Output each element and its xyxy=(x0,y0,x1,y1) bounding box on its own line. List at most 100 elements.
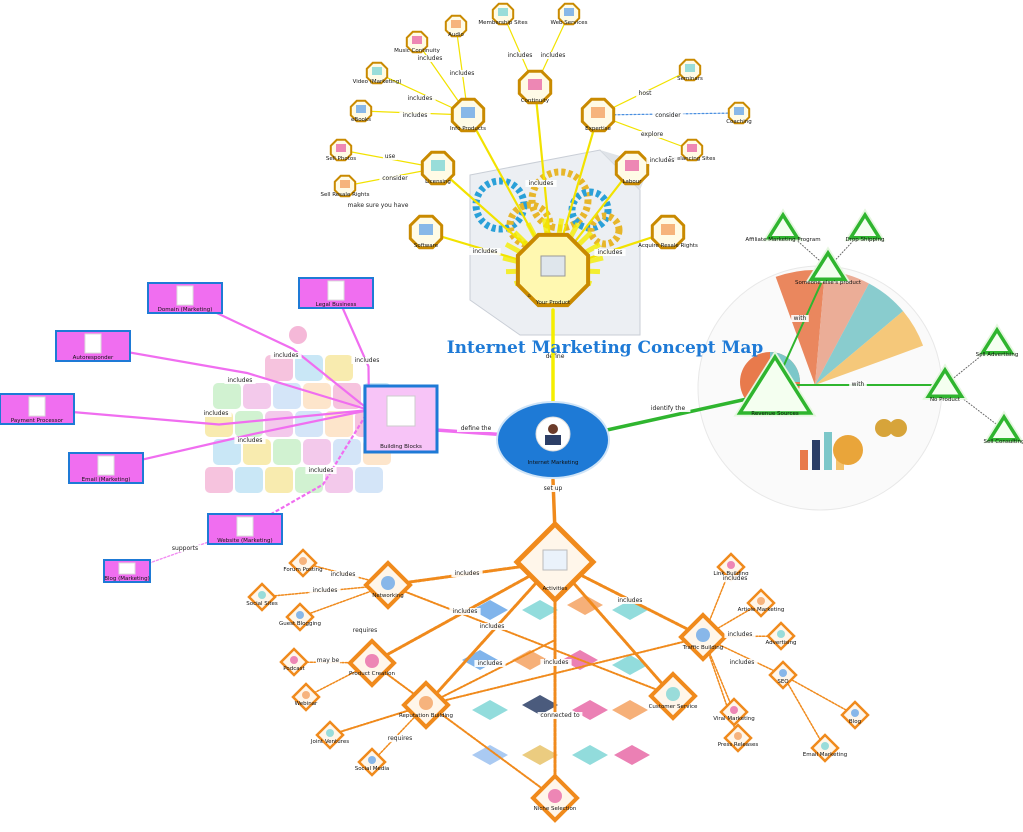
edge-label-bg xyxy=(224,377,256,384)
isometric-illustration xyxy=(612,655,648,675)
node-icon xyxy=(727,561,735,569)
product-node-label: Continuity xyxy=(521,98,550,104)
edge-label: supports xyxy=(169,545,201,552)
node-icon xyxy=(97,455,115,476)
edge-label-text: includes xyxy=(408,95,433,102)
node-icon xyxy=(372,67,382,75)
edge-label-text: define xyxy=(546,353,565,360)
edge-label-bg xyxy=(351,357,383,364)
product-node-label: Audio xyxy=(448,32,464,38)
toy-block-illustration xyxy=(333,383,361,409)
edge-label: includes xyxy=(537,52,569,59)
edge-label-bg xyxy=(537,712,583,719)
node-icon xyxy=(258,591,266,599)
node-icon xyxy=(734,732,742,740)
edge-label: includes xyxy=(404,95,436,102)
map-title: Internet Marketing Concept Map xyxy=(446,338,764,358)
toy-block-illustration xyxy=(265,467,293,493)
edge-label-bg xyxy=(504,52,536,59)
node-icon xyxy=(666,687,680,701)
edge-label-bg xyxy=(384,735,416,742)
edge-label-text: includes xyxy=(313,587,338,594)
node-icon xyxy=(419,224,433,235)
isometric-illustration xyxy=(512,650,548,670)
edge-label: includes xyxy=(399,112,431,119)
edge-label-text: includes xyxy=(728,631,753,638)
activities-node-label: Niche Selection xyxy=(534,806,577,812)
edge-label: includes xyxy=(270,352,302,359)
center-node-label: Internet Marketing xyxy=(528,460,579,466)
edge-label-bg xyxy=(446,70,478,77)
edge-label-bg xyxy=(849,381,867,388)
node-icon xyxy=(118,562,136,575)
edge-label-text: includes xyxy=(450,70,475,77)
edge-label-bg xyxy=(270,352,302,359)
revenue-node-label: Sell Consulting xyxy=(984,439,1023,445)
product-node-label: Web Services xyxy=(551,20,588,26)
blocks-root-label: Building Blocks xyxy=(380,444,422,450)
edge-label: consider xyxy=(652,112,684,119)
edge-label-bg xyxy=(404,95,436,102)
node-icon xyxy=(851,709,859,717)
edge-label-text: identify the xyxy=(651,405,686,412)
node-icon xyxy=(296,611,304,619)
activities-node-label: Reputation Building xyxy=(399,713,453,719)
edge-label-bg xyxy=(594,249,626,256)
node-icon xyxy=(461,107,475,118)
activities-edge xyxy=(782,674,856,716)
isometric-illustration xyxy=(472,745,508,765)
toy-block-illustration xyxy=(289,326,307,344)
node-icon xyxy=(564,8,574,16)
edge-label-text: connected to xyxy=(540,712,580,719)
edge-label: connected to xyxy=(537,712,583,719)
edge-label-text: host xyxy=(639,90,653,97)
product-node-label: Licensing xyxy=(425,179,451,185)
edge-label: includes xyxy=(594,249,626,256)
node-icon xyxy=(28,396,46,417)
edge-label-text: may be xyxy=(317,657,340,664)
edge-label: includes xyxy=(646,157,678,164)
edge-label: requires xyxy=(349,627,381,634)
revenue-root-node xyxy=(736,353,814,415)
edge-label-text: includes xyxy=(228,377,253,384)
node-icon xyxy=(290,656,298,664)
isometric-illustration xyxy=(522,600,558,620)
edge-label-text: includes xyxy=(508,52,533,59)
node-icon xyxy=(451,20,461,28)
toy-block-illustration xyxy=(265,411,293,437)
activities-node-label: Advertising xyxy=(765,640,796,646)
edge-label-bg xyxy=(200,410,232,417)
home-icon: ⌂ xyxy=(527,293,530,299)
coin-illustration xyxy=(833,435,863,465)
revenue-root-label: Revenue Sources xyxy=(751,411,799,417)
edge-label-text: requires xyxy=(388,735,412,742)
edge-label-bg xyxy=(234,437,266,444)
activities-node-label: Guest Blogging xyxy=(279,621,321,627)
edge-label-text: includes xyxy=(309,467,334,474)
activities-node-label: Podcast xyxy=(283,666,305,672)
edge-label: includes xyxy=(309,587,341,594)
edge-label: identify the xyxy=(645,405,691,412)
toy-block-illustration xyxy=(243,439,271,465)
node-icon xyxy=(498,8,508,16)
edge-label-text: requires xyxy=(353,627,377,634)
edge-label: includes xyxy=(540,659,572,666)
revenue-node-label: Drop Shipping xyxy=(846,237,885,243)
edge-label-bg xyxy=(382,153,398,160)
edge-label-bg xyxy=(451,570,483,577)
edge-label-text: includes xyxy=(403,112,428,119)
edge-label-text: explore xyxy=(641,131,664,138)
edge-label-bg xyxy=(540,485,566,492)
edge-label-bg xyxy=(414,55,446,62)
product-node-label: Seminars xyxy=(677,76,703,82)
node-icon xyxy=(84,333,102,354)
activities-node-label: Email Marketing xyxy=(803,752,847,758)
edge-label-text: consider xyxy=(655,112,681,119)
edge-label-bg xyxy=(327,571,359,578)
activities-node-label: Product Creation xyxy=(349,671,395,677)
node-icon xyxy=(327,280,345,301)
bar-illustration xyxy=(812,440,820,470)
blocks-node-label: Email (Marketing) xyxy=(82,477,131,483)
